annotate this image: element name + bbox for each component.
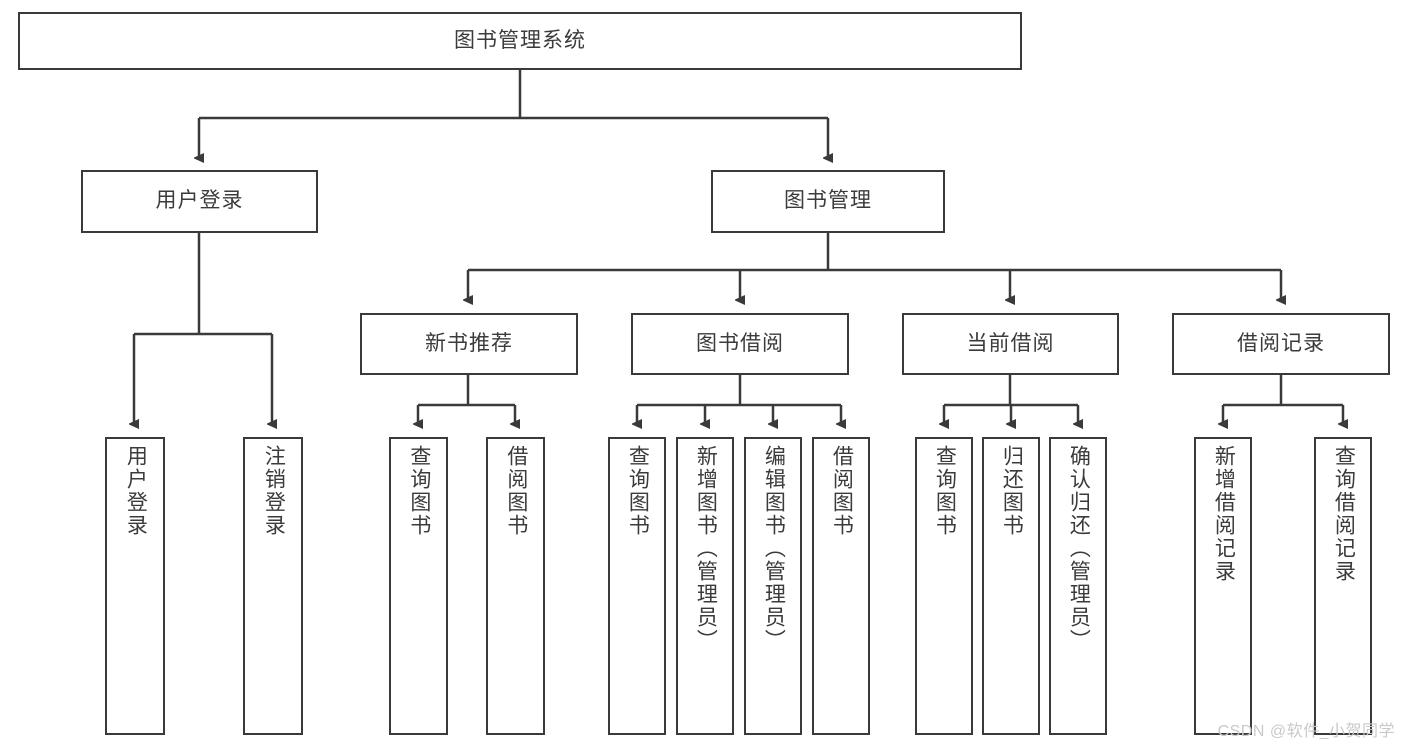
node-leaf-return-book-label: 归还图书 xyxy=(1000,445,1024,537)
node-new-book-recommend-label: 新书推荐 xyxy=(425,331,513,355)
node-leaf-add-book-admin-label: 新增图书（管理员） xyxy=(694,445,718,652)
node-leaf-query-borrow-record-label: 查询借阅记录 xyxy=(1332,445,1356,583)
node-user-login-label: 用户登录 xyxy=(155,189,244,213)
node-leaf-logout-login[interactable]: 注销登录 xyxy=(243,437,303,735)
node-borrow-record[interactable]: 借阅记录 xyxy=(1172,313,1390,375)
node-user-login[interactable]: 用户登录 xyxy=(81,170,318,233)
node-leaf-borrow-book-2-label: 借阅图书 xyxy=(830,445,854,537)
node-current-borrow[interactable]: 当前借阅 xyxy=(902,313,1119,375)
node-root[interactable]: 图书管理系统 xyxy=(18,12,1022,70)
node-leaf-return-book[interactable]: 归还图书 xyxy=(982,437,1040,735)
node-leaf-confirm-return-admin[interactable]: 确认归还（管理员） xyxy=(1049,437,1107,735)
node-new-book-recommend[interactable]: 新书推荐 xyxy=(360,313,578,375)
node-leaf-borrow-book-1[interactable]: 借阅图书 xyxy=(486,437,545,735)
node-leaf-borrow-book-1-label: 借阅图书 xyxy=(504,445,528,537)
node-leaf-query-book-2[interactable]: 查询图书 xyxy=(608,437,666,735)
node-leaf-edit-book-admin-label: 编辑图书（管理员） xyxy=(762,445,786,652)
node-leaf-query-borrow-record[interactable]: 查询借阅记录 xyxy=(1314,437,1372,735)
node-leaf-edit-book-admin[interactable]: 编辑图书（管理员） xyxy=(744,437,802,735)
node-leaf-query-book-3[interactable]: 查询图书 xyxy=(915,437,973,735)
node-leaf-add-borrow-record[interactable]: 新增借阅记录 xyxy=(1194,437,1252,735)
node-leaf-borrow-book-2[interactable]: 借阅图书 xyxy=(812,437,870,735)
node-leaf-logout-login-label: 注销登录 xyxy=(262,445,286,537)
node-leaf-user-login[interactable]: 用户登录 xyxy=(105,437,165,735)
node-leaf-add-book-admin[interactable]: 新增图书（管理员） xyxy=(676,437,734,735)
csdn-watermark: CSDN @软件_小贺同学 xyxy=(1217,723,1395,740)
node-leaf-query-book-1[interactable]: 查询图书 xyxy=(389,437,448,735)
node-leaf-query-book-2-label: 查询图书 xyxy=(626,445,650,537)
node-leaf-confirm-return-admin-label: 确认归还（管理员） xyxy=(1067,445,1091,652)
node-borrow-record-label: 借阅记录 xyxy=(1237,331,1325,355)
node-root-label: 图书管理系统 xyxy=(454,28,586,52)
node-leaf-add-borrow-record-label: 新增借阅记录 xyxy=(1212,445,1236,583)
node-current-borrow-label: 当前借阅 xyxy=(966,331,1055,355)
node-book-borrow-label: 图书借阅 xyxy=(696,331,784,355)
node-leaf-query-book-1-label: 查询图书 xyxy=(407,445,431,537)
node-leaf-user-login-label: 用户登录 xyxy=(124,445,148,537)
node-book-management-label: 图书管理 xyxy=(784,189,872,213)
node-leaf-query-book-3-label: 查询图书 xyxy=(933,445,957,537)
node-book-borrow[interactable]: 图书借阅 xyxy=(631,313,849,375)
node-book-management[interactable]: 图书管理 xyxy=(711,170,945,233)
